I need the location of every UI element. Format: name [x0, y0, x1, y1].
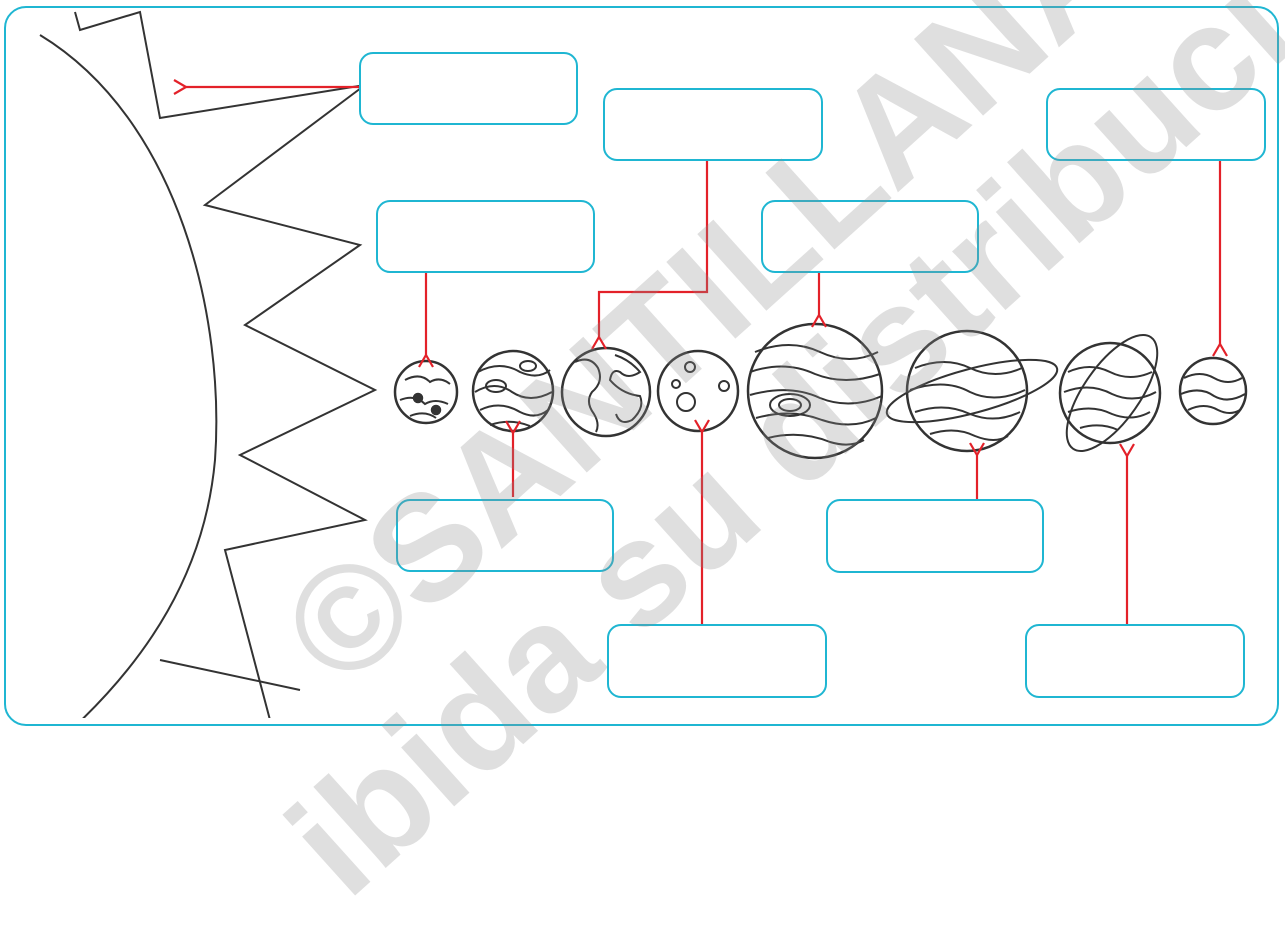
label-box-jupiter[interactable]	[761, 200, 979, 273]
earth	[562, 348, 650, 436]
neptune	[1180, 358, 1246, 424]
venus	[473, 351, 553, 431]
sun-body	[40, 35, 216, 718]
label-box-mercury[interactable]	[376, 200, 595, 273]
sun	[40, 12, 375, 718]
mars	[658, 351, 738, 431]
mercury	[395, 361, 457, 423]
saturn	[881, 331, 1062, 451]
label-box-neptune[interactable]	[1046, 88, 1266, 161]
sun-rays	[75, 12, 375, 718]
label-box-earth[interactable]	[603, 88, 823, 161]
jupiter	[748, 324, 882, 458]
label-box-venus[interactable]	[396, 499, 614, 572]
label-box-mars[interactable]	[607, 624, 827, 698]
label-box-uranus[interactable]	[1025, 624, 1245, 698]
arrow-earth	[599, 160, 707, 337]
label-box-saturn[interactable]	[826, 499, 1044, 573]
uranus	[1050, 321, 1174, 465]
label-box-sun[interactable]	[359, 52, 578, 125]
